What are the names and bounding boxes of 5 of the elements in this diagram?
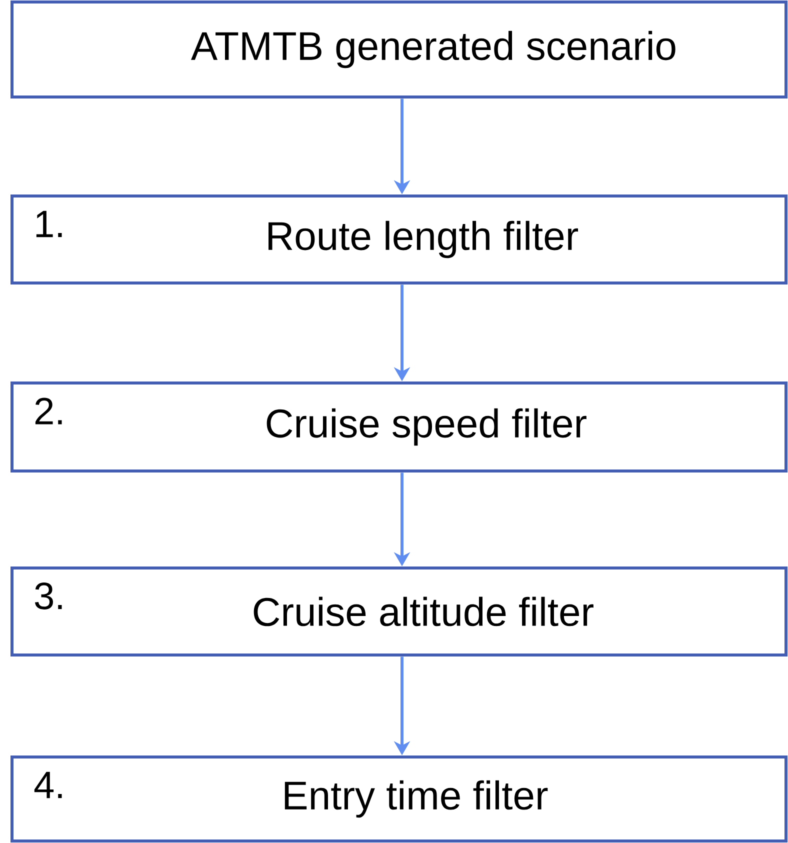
process-box: 4. Entry time filter [10, 756, 788, 842]
process-box: 2. Cruise speed filter [10, 382, 788, 472]
process-box: 1. Route length filter [10, 194, 788, 284]
process-box: ATMTB generated scenario [10, 0, 788, 98]
process-box: 3. Cruise altitude filter [10, 566, 788, 656]
